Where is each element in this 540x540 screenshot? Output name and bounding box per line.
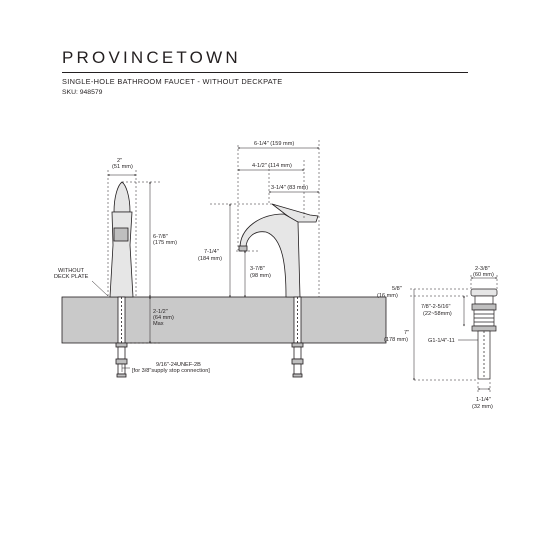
- product-subtitle: SINGLE-HOLE BATHROOM FAUCET - WITHOUT DE…: [62, 77, 283, 86]
- flange-height-label: 5/8": [392, 286, 402, 292]
- drain-dimensions: [410, 275, 498, 392]
- drain-thread-label: G1-1/4"-11: [428, 338, 455, 344]
- front-dimensions: [91, 170, 160, 372]
- deck-note-line2: DECK PLATE: [54, 274, 89, 280]
- deck-range-label: 7/8"-2-5/16": [421, 304, 450, 310]
- deck-note-line1: WITHOUT: [58, 268, 85, 274]
- product-title: PROVINCETOWN: [62, 48, 241, 67]
- shank-length-mm: (64 mm): [153, 315, 174, 321]
- sku-label: SKU: 948579: [62, 89, 103, 96]
- flange-height-mm: (16 mm): [377, 293, 398, 299]
- shank-length-label: 2-1/2": [153, 309, 168, 315]
- side-view-faucet: [238, 203, 319, 378]
- total-height-mm: (184 mm): [198, 256, 222, 262]
- spout-width-mm: (51 mm): [112, 164, 133, 170]
- drain-top-width-label: 2-3/8": [475, 266, 490, 272]
- drain-length-mm: (178 mm): [384, 337, 408, 343]
- total-height-label: 7-1/4": [204, 249, 219, 255]
- tail-width-label: 1-1/4": [476, 397, 491, 403]
- overall-height-label: 6-7/8": [153, 234, 168, 240]
- spout-height-label: 3-7/8": [250, 266, 265, 272]
- title-block: PROVINCETOWN SINGLE-HOLE BATHROOM FAUCET…: [62, 48, 472, 96]
- drain-length-label: 7": [404, 330, 409, 336]
- overall-height-mm: (175 mm): [153, 240, 177, 246]
- pop-up-drain: [470, 288, 498, 380]
- spout-height-mm: (98 mm): [250, 273, 271, 279]
- countertop-slab: [61, 296, 387, 344]
- front-view-faucet: [109, 181, 134, 378]
- connection-note-label: [for 3/8"supply stop connection]: [132, 368, 210, 374]
- tail-width-mm: (32 mm): [472, 404, 493, 410]
- reach-spout-label: 3-1/4" (83 mm): [271, 185, 308, 191]
- title-rule: [62, 72, 468, 73]
- connection-thread-label: 9/16"-24UNEF-2B: [156, 362, 201, 368]
- drain-top-width-mm: (60 mm): [473, 272, 494, 278]
- side-dimensions: [210, 140, 320, 298]
- spout-width-label: 2": [117, 158, 122, 164]
- reach-mid-label: 4-1/2" (114 mm): [252, 163, 292, 169]
- deck-range-mm: (22~58mm): [423, 311, 452, 317]
- reach-overall-label: 6-1/4" (159 mm): [254, 141, 294, 147]
- shank-length-max: Max: [153, 321, 164, 327]
